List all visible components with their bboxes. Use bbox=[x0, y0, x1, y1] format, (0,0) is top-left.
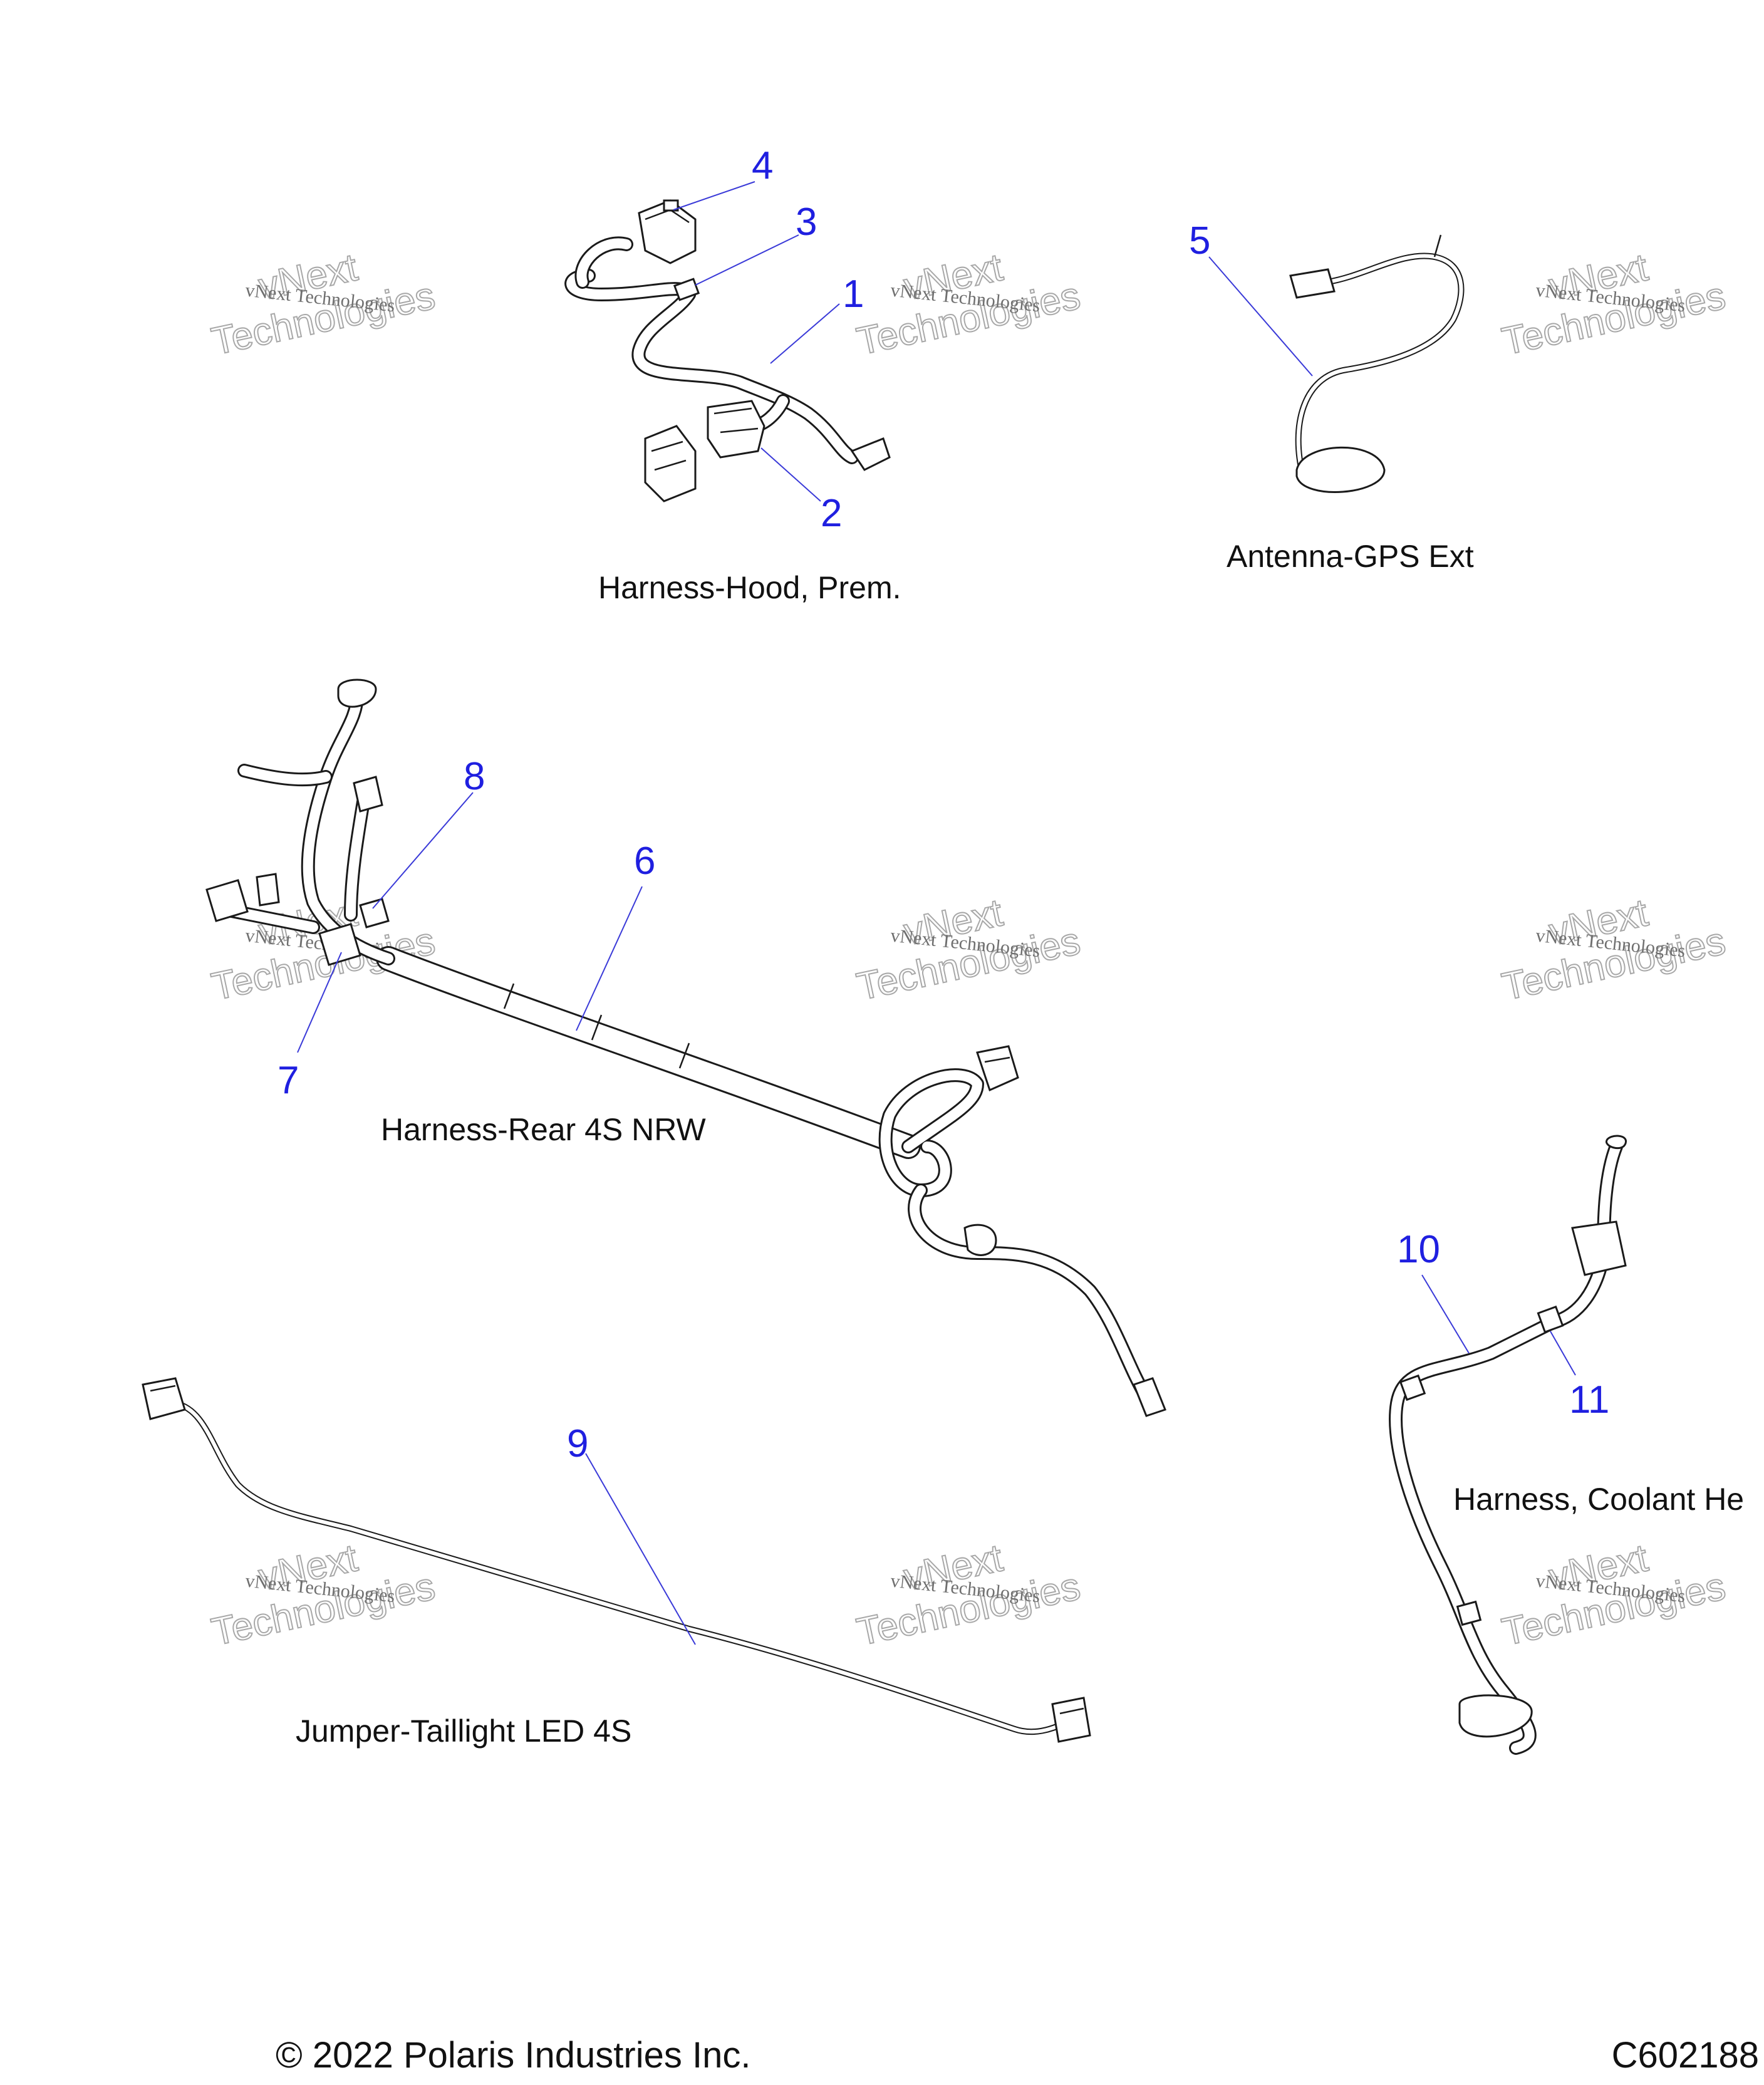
caption-taillight-jumper: Jumper-Taillight LED 4S bbox=[296, 1713, 631, 1749]
plug-connector[interactable] bbox=[707, 400, 765, 459]
leader-7 bbox=[297, 952, 342, 1053]
callout-1[interactable]: 1 bbox=[843, 273, 864, 316]
gps-antenna-puck[interactable] bbox=[1295, 446, 1386, 493]
coolant-harness-clip-11[interactable] bbox=[1537, 1305, 1564, 1334]
coolant-harness-drawing[interactable] bbox=[1389, 1135, 1627, 1755]
coolant-heater-connector[interactable] bbox=[1571, 1220, 1627, 1276]
coolant-harness-clip bbox=[1399, 1374, 1426, 1401]
boot-cover bbox=[963, 1224, 997, 1256]
callout-6[interactable]: 6 bbox=[634, 840, 655, 883]
rear-harness-clip-8[interactable] bbox=[359, 898, 390, 928]
callout-5[interactable]: 5 bbox=[1189, 219, 1210, 263]
leader-10 bbox=[1421, 1274, 1470, 1354]
footer: © 2022 Polaris Industries Inc. C602188 bbox=[276, 2035, 1759, 2076]
rear-harness-boot bbox=[337, 679, 377, 708]
rear-harness-small-connector[interactable] bbox=[353, 776, 383, 813]
leader-8 bbox=[372, 792, 474, 909]
watermark-group: vNext Technologies vNext Technologies vN… bbox=[207, 245, 1730, 1655]
relay-latch bbox=[663, 199, 679, 212]
hood-harness-drawing[interactable] bbox=[564, 199, 891, 502]
callout-4[interactable]: 4 bbox=[752, 144, 773, 187]
drawing-id: C602188 bbox=[1612, 2035, 1759, 2076]
gps-antenna-drawing[interactable] bbox=[1289, 234, 1465, 493]
copyright-text: © 2022 Polaris Industries Inc. bbox=[276, 2035, 750, 2076]
caption-hood-harness: Harness-Hood, Prem. bbox=[598, 570, 901, 605]
caption-coolant-harness: Harness, Coolant He bbox=[1453, 1482, 1744, 1517]
leader-6 bbox=[576, 886, 643, 1031]
coolant-sensor-boot[interactable] bbox=[1458, 1694, 1533, 1738]
taillight-jumper-drawing[interactable] bbox=[142, 1377, 1091, 1743]
leader-9 bbox=[585, 1453, 696, 1645]
leader-4 bbox=[673, 181, 755, 211]
leader-5 bbox=[1208, 256, 1313, 377]
taillight-jumper-connector-a[interactable] bbox=[142, 1377, 186, 1420]
caption-gps-antenna: Antenna-GPS Ext bbox=[1227, 539, 1474, 574]
callout-11[interactable]: 11 bbox=[1569, 1378, 1609, 1422]
gps-antenna-connector[interactable] bbox=[1289, 268, 1336, 299]
callout-10[interactable]: 10 bbox=[1397, 1228, 1440, 1271]
rear-harness-left-connector[interactable] bbox=[205, 879, 249, 922]
rear-harness-clip-7[interactable] bbox=[318, 923, 361, 966]
side-connector[interactable] bbox=[850, 437, 891, 471]
rear-harness-ground-lead bbox=[908, 1183, 1153, 1404]
coolant-harness-clip-lower bbox=[1456, 1600, 1482, 1626]
leader-1 bbox=[770, 303, 840, 364]
leader-lines bbox=[297, 181, 1576, 1645]
callout-numbers: 1 2 3 4 5 6 7 8 9 10 11 bbox=[278, 144, 1609, 1465]
ground-ring-terminal[interactable] bbox=[1133, 1377, 1166, 1417]
captions: Harness-Hood, Prem. Antenna-GPS Ext Harn… bbox=[296, 539, 1744, 1749]
callout-3[interactable]: 3 bbox=[796, 200, 817, 244]
leader-11 bbox=[1550, 1331, 1576, 1376]
inline-connector[interactable] bbox=[673, 278, 700, 301]
callout-7[interactable]: 7 bbox=[278, 1059, 299, 1102]
callout-8[interactable]: 8 bbox=[464, 755, 485, 798]
callout-9[interactable]: 9 bbox=[567, 1422, 588, 1465]
callout-2[interactable]: 2 bbox=[821, 492, 842, 535]
rear-harness-left-connector-2[interactable] bbox=[256, 873, 280, 907]
sensor-connector[interactable] bbox=[644, 425, 697, 502]
coolant-loop-top bbox=[1606, 1135, 1627, 1150]
rear-harness-drawing[interactable] bbox=[205, 679, 1166, 1417]
caption-rear-harness: Harness-Rear 4S NRW bbox=[381, 1112, 706, 1147]
leader-3 bbox=[695, 234, 799, 286]
taillight-jumper-connector-b[interactable] bbox=[1051, 1697, 1091, 1743]
leader-2 bbox=[760, 447, 821, 502]
